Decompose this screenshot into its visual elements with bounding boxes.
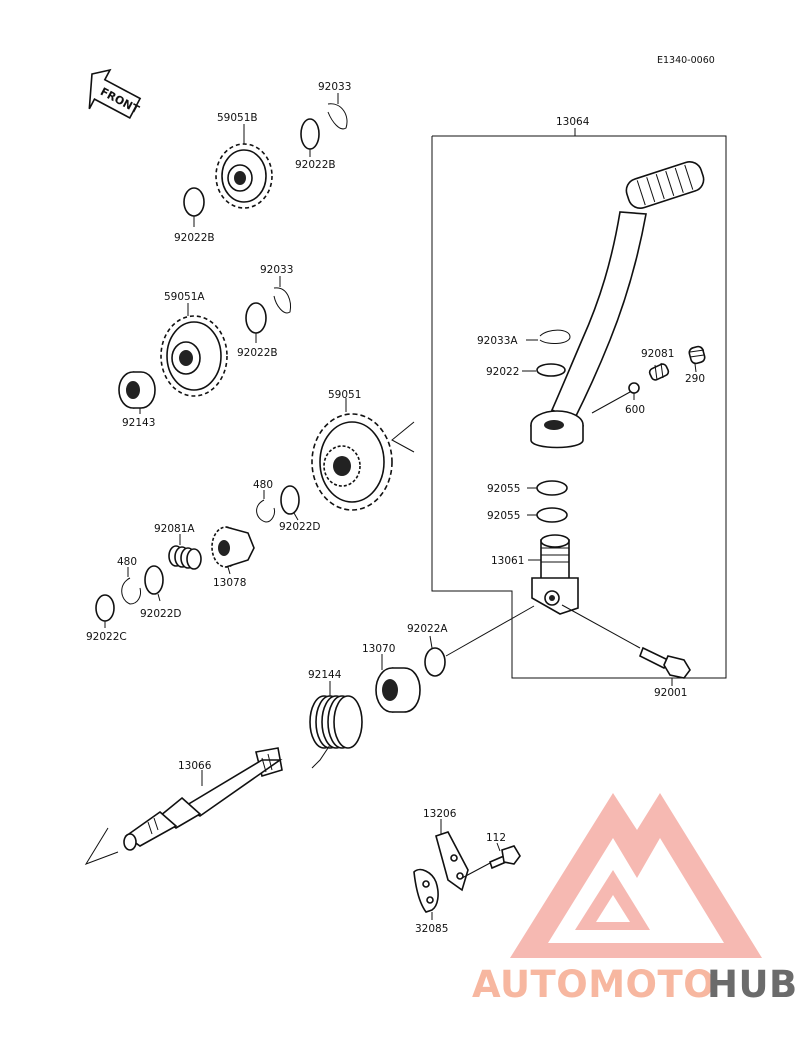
label-92022b-left: 92022B [174,232,215,244]
ring-92055-lower: 92055 [487,507,568,523]
label-59051a: 59051A [164,291,205,303]
gear-59051b: 59051B [215,112,273,209]
label-112: 112 [486,832,506,844]
label-13066: 13066 [178,760,212,772]
label-13064: 13064 [556,116,590,128]
label-59051b: 59051B [217,112,258,124]
label-600: 600 [625,404,645,416]
label-92033a: 92033A [477,335,518,347]
label-13070: 13070 [362,643,395,655]
spring-92081a: 92081A [154,523,202,570]
label-92022c: 92022C [86,631,127,643]
label-92081a: 92081A [154,523,195,535]
ratchet-13078: 13078 [211,526,255,589]
label-92022b-mid: 92022B [237,347,278,359]
kick-shaft-lever-13061: 13061 [491,534,579,615]
reference-code: E1340-0060 [657,55,715,66]
plate-13206: 13206 [423,808,469,892]
kick-pedal-assembly-outline: 13064 [431,116,727,679]
label-13061: 13061 [491,555,524,567]
gear-59051a: 59051A [160,291,228,397]
watermark-text-automoto: AUTOMOTO [472,963,715,1006]
kick-spring-92144: 92144 [308,669,363,769]
kick-pedal-arm [530,161,705,449]
bearing-92143: 92143 [118,371,156,429]
label-92022: 92022 [486,366,519,378]
label-92081: 92081 [641,348,674,360]
label-92033-top: 92033 [318,81,351,93]
label-92055-upper: 92055 [487,483,520,495]
ring-92055-upper: 92055 [487,480,568,496]
pin-290: 290 [685,345,706,385]
washer-92022c: 92022C [86,594,127,643]
label-92022b-top: 92022B [295,159,336,171]
kick-shaft-13066: 13066 [84,747,283,865]
label-92001: 92001 [654,687,687,699]
label-13078: 13078 [213,577,246,589]
washer-92022b-top: 92022B [295,118,336,171]
bolt-112: 112 [461,832,521,879]
label-59051: 59051 [328,389,361,401]
label-13206: 13206 [423,808,457,820]
guide-13070: 13070 [362,643,421,713]
washer-92022: 92022 [486,363,566,378]
label-92022d-upper: 92022D [279,521,321,533]
front-arrow-icon: FRONT [88,68,142,120]
washer-92022d-upper: 92022D [279,485,321,533]
spring-92081: 92081 [641,348,674,381]
watermark-text-hub: HUB [707,963,798,1006]
label-480-upper: 480 [253,479,273,491]
label-480-lower: 480 [117,556,137,568]
label-92055-lower: 92055 [487,510,520,522]
label-32085: 32085 [415,923,448,935]
washer-92022b-mid: 92022B [237,302,278,359]
label-92033-mid: 92033 [260,264,293,276]
washer-92022d-lower: 92022D [140,565,182,620]
circlip-92033a: 92033A [477,329,571,347]
washer-92022b-left: 92022B [174,187,215,244]
washer-92022a: 92022A [407,605,535,677]
label-92022a: 92022A [407,623,448,635]
plate-32085: 32085 [413,868,448,935]
circlip-92033-top: 92033 [318,81,351,130]
circlip-480-upper: 480 [253,479,275,523]
label-92144: 92144 [308,669,342,681]
gear-59051: 59051 [311,389,415,511]
label-92143: 92143 [122,417,155,429]
label-290: 290 [685,373,705,385]
bolt-92001: 92001 [561,604,691,699]
label-92022d-lower: 92022D [140,608,182,620]
ball-600: 600 [591,382,645,416]
circlip-480-lower: 480 [117,556,141,605]
watermark-logo: AUTOMOTO HUB [472,793,798,1006]
circlip-92033-mid: 92033 [260,264,293,314]
